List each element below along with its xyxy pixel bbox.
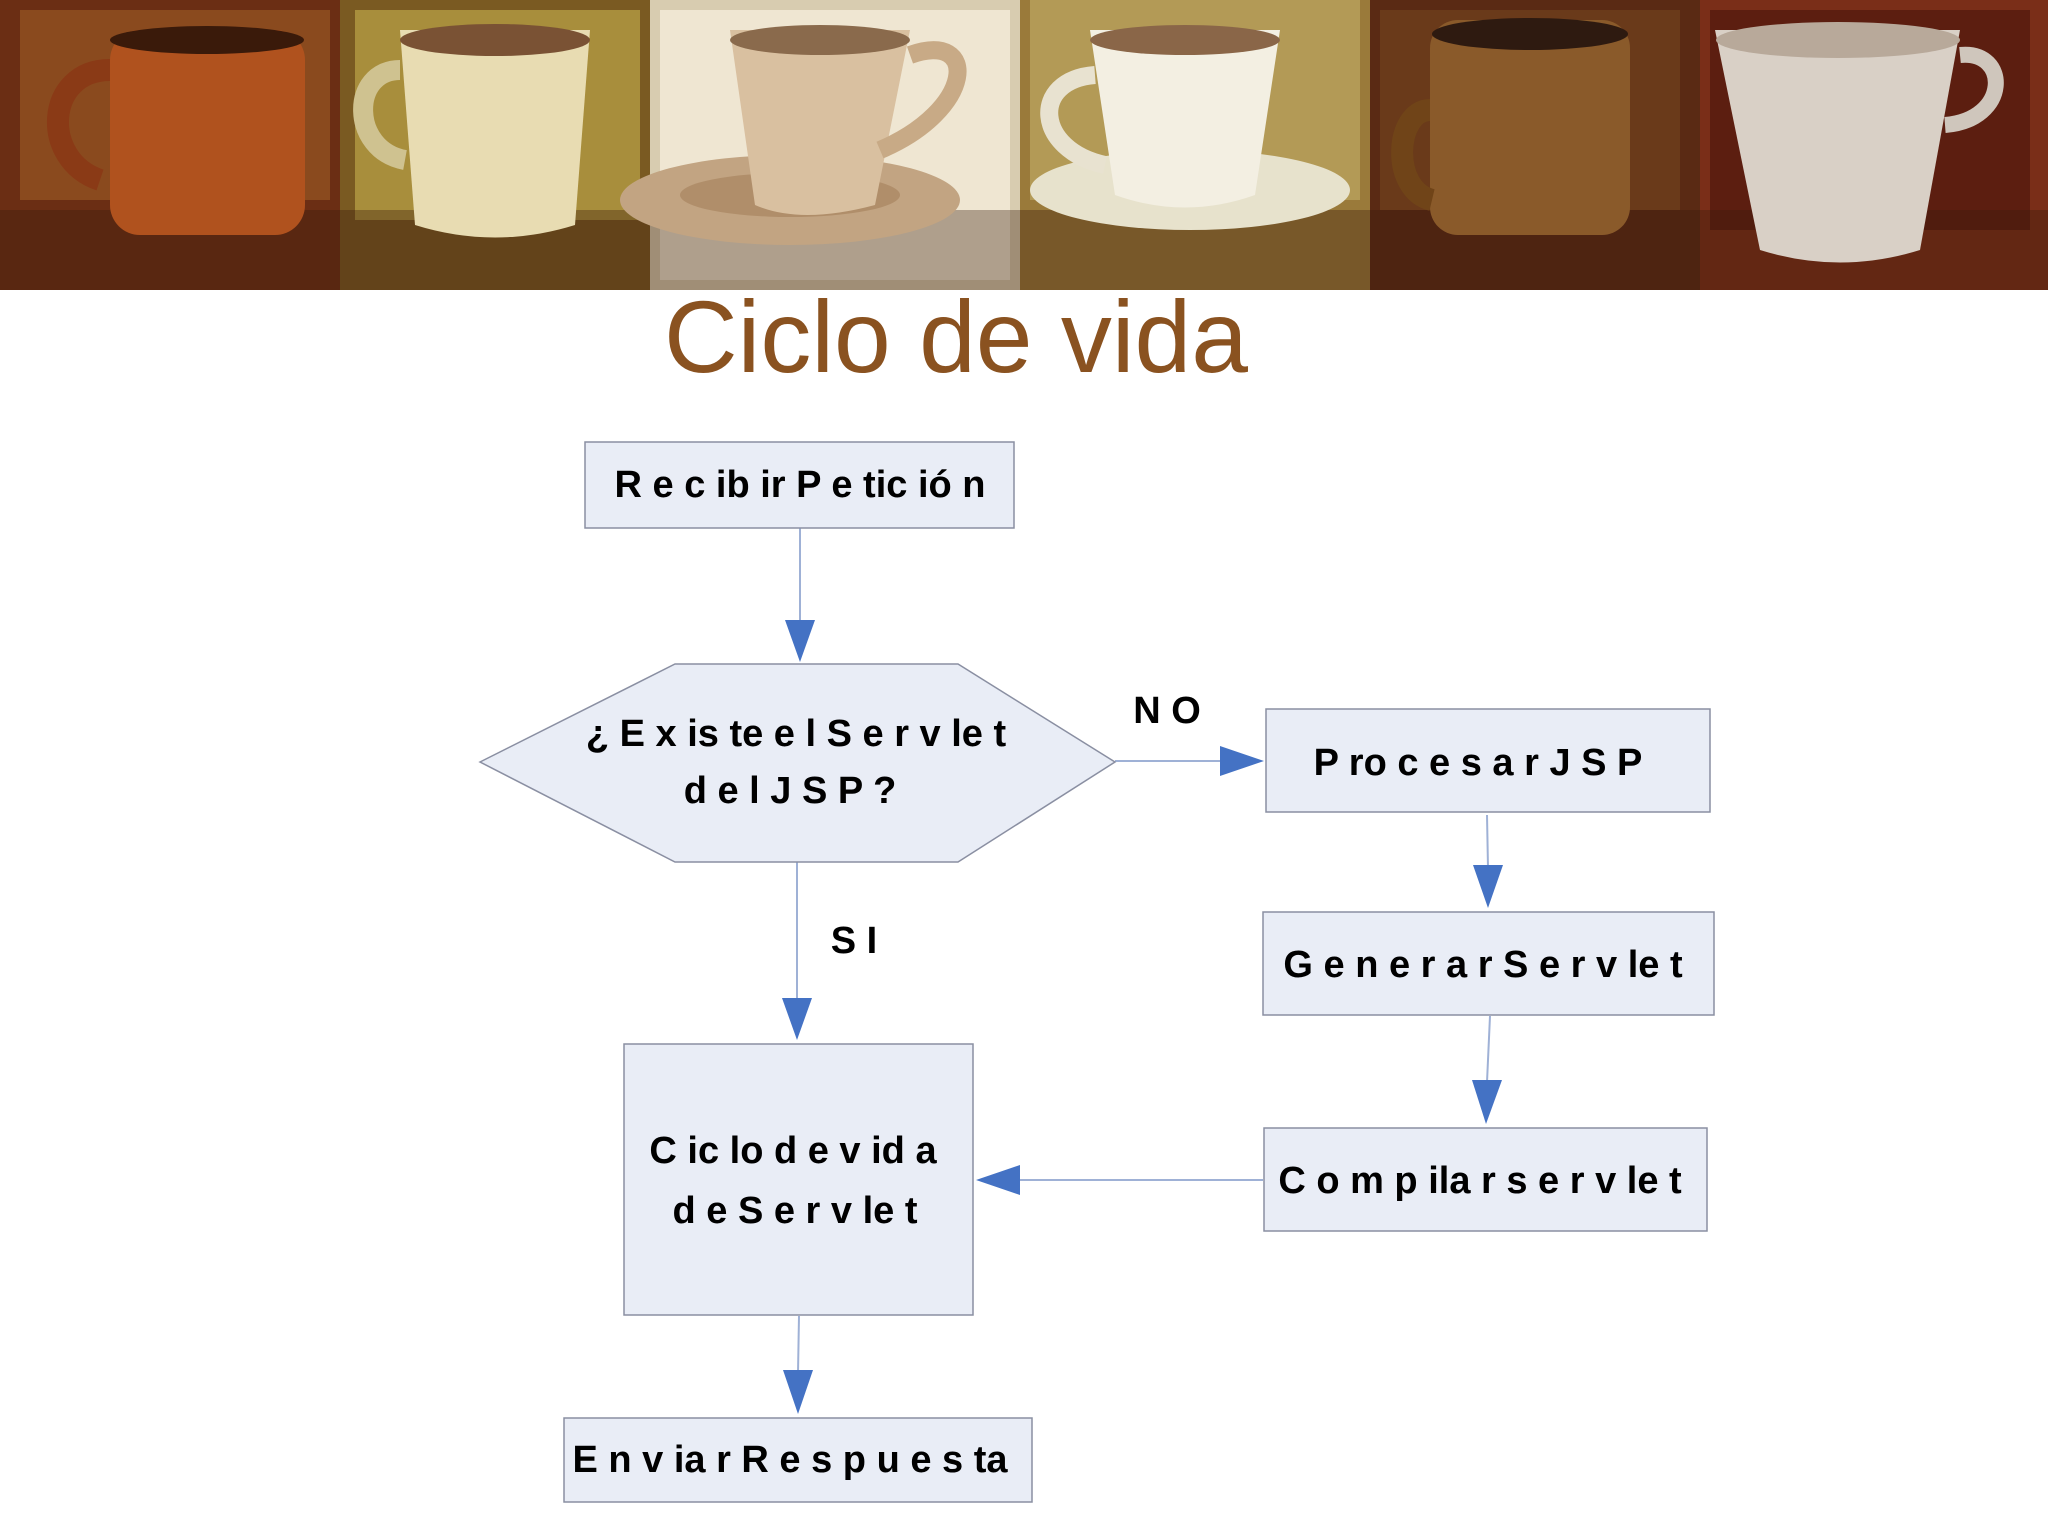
edge-label-no: N O	[1133, 690, 1201, 732]
edge-existe-to-procesar	[1115, 746, 1264, 776]
node-ciclo-vida-servlet: C ic lo d e v id a d e S e r v le t	[623, 1043, 974, 1316]
edge-generar-to-compilar	[1472, 1015, 1502, 1124]
edge-ciclo-to-enviar	[783, 1315, 813, 1414]
node-generar-label: G e n e r a r S e r v le t	[1283, 944, 1683, 986]
edge-procesar-to-generar	[1473, 814, 1503, 908]
node-ciclo-label-line2: d e S e r v le t	[673, 1190, 918, 1232]
node-existe-label-line1: ¿ E x is te e l S e r v le t	[586, 713, 1007, 755]
node-ciclo-label-line1: C ic lo d e v id a	[649, 1130, 937, 1172]
edge-existe-to-ciclo	[782, 862, 812, 1040]
node-enviar-label: E n v ia r R e s p u e s ta	[572, 1439, 1008, 1481]
node-recibir-label: R e c ib ir P e tic ió n	[615, 464, 986, 506]
edge-compilar-to-ciclo	[976, 1165, 1263, 1195]
node-generar-servlet: G e n e r a r S e r v le t	[1262, 911, 1715, 1016]
node-enviar-respuesta: E n v ia r R e s p u e s ta	[563, 1417, 1033, 1503]
page-title: Ciclo de vida	[664, 280, 1248, 394]
node-compilar-label: C o m p ila r s e r v le t	[1278, 1160, 1682, 1202]
coffee-cups-icon	[0, 0, 2048, 290]
node-procesar-label: P ro c e s a r J S P	[1314, 742, 1643, 784]
edge-label-si: S I	[831, 920, 877, 962]
node-recibir-peticion: R e c ib ir P e tic ió n	[584, 441, 1015, 529]
edge-recibir-to-existe	[785, 528, 815, 662]
node-procesar-jsp: P ro c e s a r J S P	[1265, 708, 1711, 813]
coffee-cups-banner	[0, 0, 2048, 290]
node-compilar-servlet: C o m p ila r s e r v le t	[1263, 1127, 1708, 1232]
node-existe-servlet: ¿ E x is te e l S e r v le t d e l J S P…	[478, 663, 1117, 863]
node-existe-label-line2: d e l J S P ?	[684, 770, 897, 812]
